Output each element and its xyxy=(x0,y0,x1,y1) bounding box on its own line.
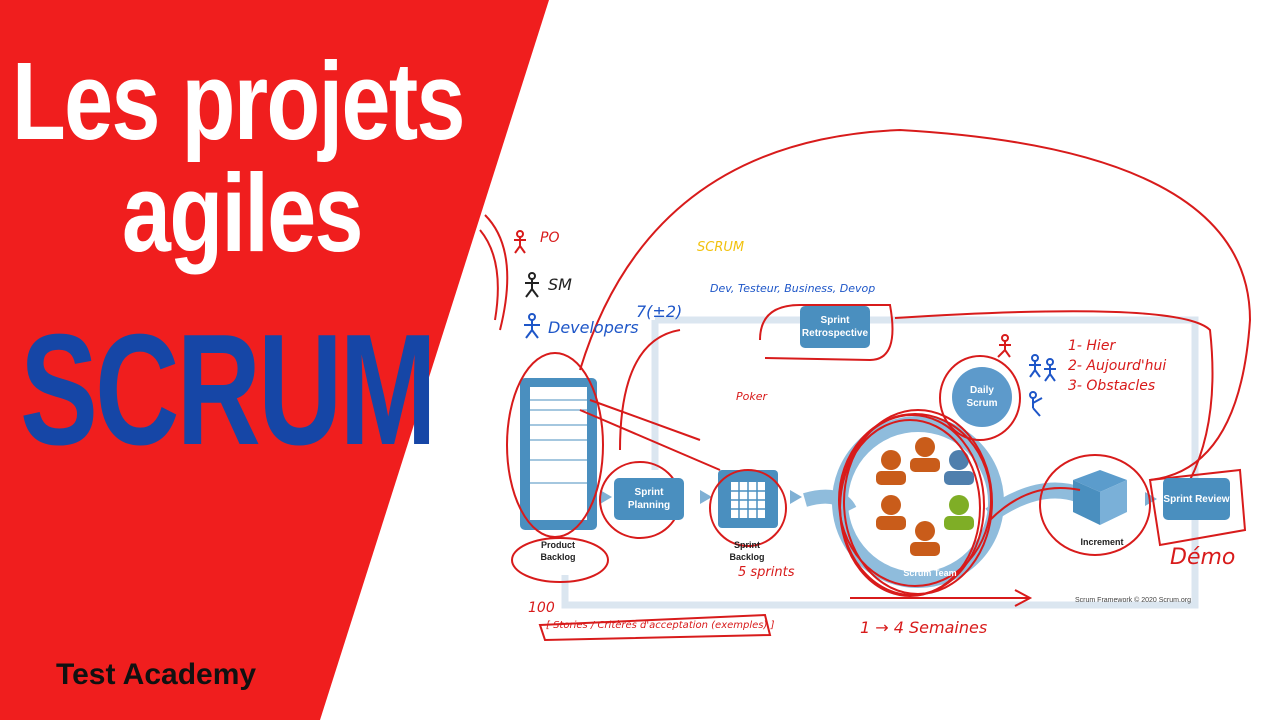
annotation-po: PO xyxy=(540,230,560,246)
copyright-label: Scrum Framework © 2020 Scrum.org xyxy=(1075,597,1192,604)
increment-icon xyxy=(1073,470,1127,525)
annotation-demo: Démo xyxy=(1170,545,1236,570)
annotation-five-sprints: 5 sprints xyxy=(738,565,795,580)
annotation-team-size: 7(±2) xyxy=(636,302,683,321)
annotation-daily-3: 3- Obstacles xyxy=(1068,378,1156,394)
annotation-daily-2: 2- Aujourd'hui xyxy=(1068,358,1167,374)
annotation-roles: Dev, Testeur, Business, Devop xyxy=(710,282,876,295)
annotation-developers: Developers xyxy=(548,318,639,337)
sprint-planning-box: Sprint Planning xyxy=(614,478,684,520)
annotation-stories: [ Stories / Critères d'acceptation (exem… xyxy=(546,620,775,631)
annotation-scrum: SCRUM xyxy=(697,240,745,255)
annotation-daily-1: 1- Hier xyxy=(1068,338,1116,354)
channel-name: Test Academy xyxy=(56,658,257,691)
product-backlog-label: Product Backlog xyxy=(540,540,576,562)
title-scrum: SCRUM xyxy=(20,302,437,478)
increment-label: Increment xyxy=(1080,537,1124,547)
sprint-review-box: Sprint Review xyxy=(1163,478,1230,520)
sprint-backlog-label: Sprint Backlog xyxy=(729,540,765,562)
daily-scrum-circle xyxy=(952,367,1012,427)
daily-scrum-label: Daily Scrum xyxy=(966,385,998,409)
scrum-team-label: Scrum Team xyxy=(903,568,957,578)
annotation-hundred: 100 xyxy=(528,600,555,616)
title-line-2: agiles xyxy=(122,152,363,275)
scrum-team-people-icons xyxy=(876,437,974,556)
sprint-retrospective-box: Sprint Retrospective xyxy=(800,306,870,348)
annotation-sprint-length: 1 → 4 Semaines xyxy=(860,618,988,637)
annotation-sm: SM xyxy=(548,275,572,294)
title-line-1: Les projets xyxy=(12,40,465,163)
annotation-poker: Poker xyxy=(736,390,768,403)
